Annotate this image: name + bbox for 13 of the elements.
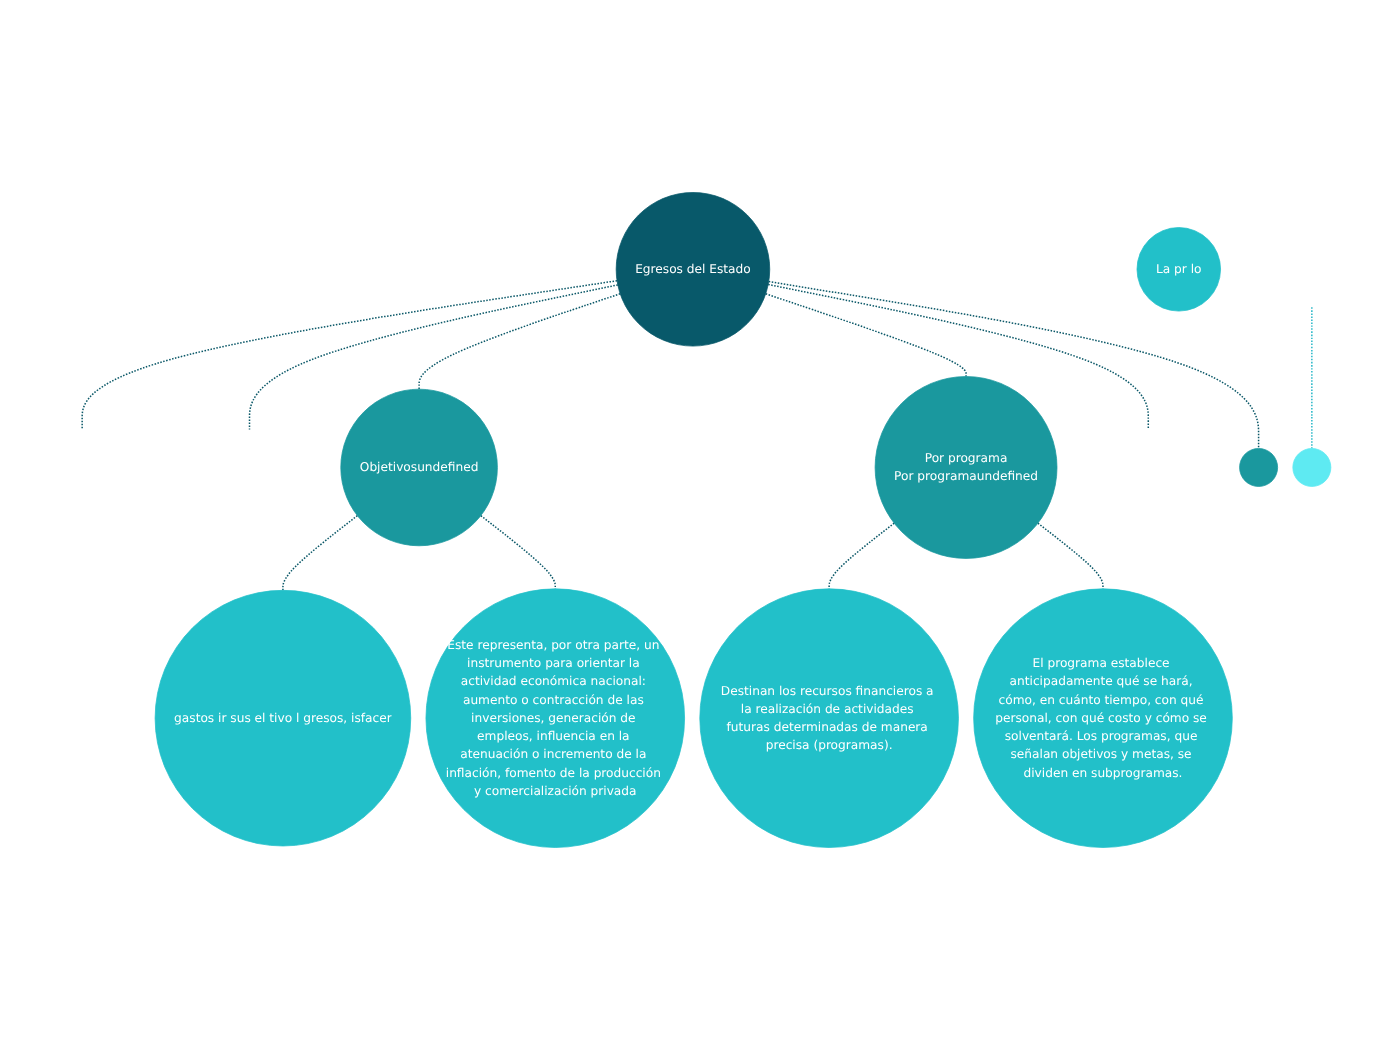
connector <box>1037 522 1104 590</box>
connector <box>480 514 557 590</box>
connector <box>1311 306 1313 450</box>
connector <box>764 293 967 378</box>
connector <box>81 279 618 431</box>
connector <box>768 280 1260 450</box>
node-circle <box>1239 448 1278 487</box>
connector <box>418 293 621 390</box>
connector <box>767 283 1150 431</box>
connector <box>248 284 619 431</box>
connector <box>282 514 359 592</box>
connector <box>828 522 895 590</box>
node-circle <box>1292 448 1332 487</box>
